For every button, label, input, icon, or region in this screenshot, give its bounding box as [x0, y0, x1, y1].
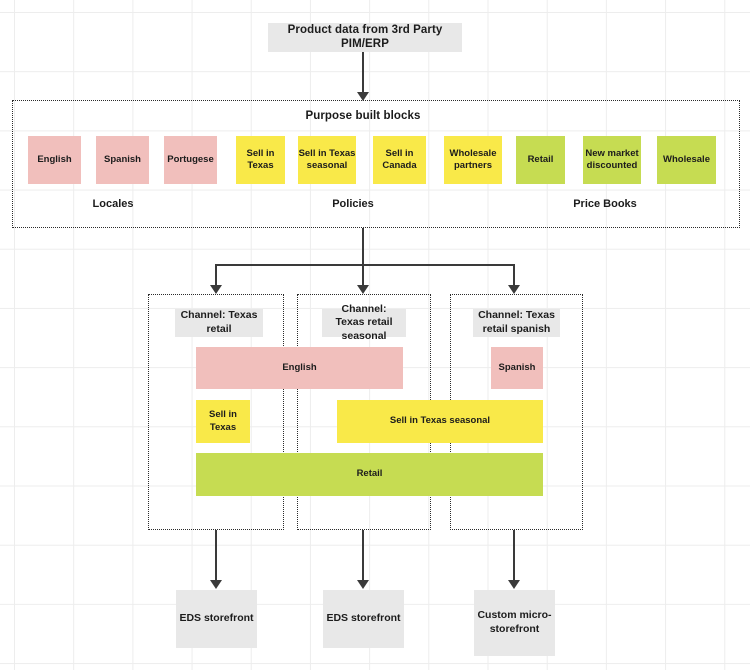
- block-chip-new-market-discounted[interactable]: New market discounted: [583, 136, 641, 184]
- storefront-box-custom-micro[interactable]: Custom micro-storefront: [474, 590, 555, 656]
- arrowhead-icon: [357, 92, 369, 101]
- channel-bar-label: English: [282, 361, 317, 373]
- block-chip-label: Sell in Texas: [246, 148, 275, 171]
- block-chip-label: Retail: [527, 154, 554, 166]
- connector-line: [362, 228, 364, 265]
- block-chip-label: Sell in Texas seasonal: [298, 148, 356, 171]
- channel-heading-texas-retail: Channel: Texas retail: [175, 309, 263, 337]
- arrowhead-icon: [357, 580, 369, 589]
- connector-line: [215, 264, 217, 288]
- block-chip-label: English: [37, 154, 72, 166]
- connector-line: [215, 264, 515, 266]
- block-chip-label: New market discounted: [585, 148, 639, 171]
- arrowhead-icon: [508, 580, 520, 589]
- purpose-built-blocks-container: [12, 100, 740, 228]
- block-chip-spanish[interactable]: Spanish: [96, 136, 149, 184]
- block-chip-retail[interactable]: Retail: [516, 136, 565, 184]
- channel-bar-label: Sell in Texas seasonal: [389, 415, 491, 427]
- connector-line: [513, 530, 515, 583]
- storefront-label: EDS storefront: [179, 612, 254, 625]
- block-chip-wholesale-partners[interactable]: Wholesale partners: [444, 136, 502, 184]
- arrowhead-icon: [508, 285, 520, 294]
- arrowhead-icon: [357, 285, 369, 294]
- group-caption-locales: Locales: [92, 198, 134, 210]
- purpose-built-blocks-title: Purpose built blocks: [305, 110, 421, 123]
- source-data-label: Product data from 3rd Party PIM/ERP: [287, 23, 443, 50]
- block-chip-sell-in-texas-seasonal[interactable]: Sell in Texas seasonal: [298, 136, 356, 184]
- channel-bar-sell-in-texas-seasonal[interactable]: Sell in Texas seasonal: [337, 400, 543, 443]
- connector-line: [362, 530, 364, 583]
- channel-heading-texas-retail-seasonal: Channel: Texas retail seasonal: [322, 303, 406, 342]
- group-caption-policies: Policies: [332, 198, 374, 210]
- channel-heading-label: Channel: Texas retail: [180, 309, 258, 335]
- block-chip-label: Wholesale partners: [449, 148, 497, 171]
- storefront-box-eds-2[interactable]: EDS storefront: [323, 590, 404, 648]
- storefront-label: Custom micro-storefront: [477, 609, 552, 635]
- channel-heading-label: Channel: Texas retail spanish: [478, 309, 555, 335]
- connector-line: [362, 264, 364, 288]
- channel-bar-label: Retail: [356, 468, 383, 480]
- connector-line: [513, 264, 515, 288]
- arrowhead-icon: [210, 285, 222, 294]
- block-chip-sell-in-canada[interactable]: Sell in Canada: [373, 136, 426, 184]
- block-chip-portugese[interactable]: Portugese: [164, 136, 217, 184]
- block-chip-label: Sell in Canada: [382, 148, 417, 171]
- block-chip-english[interactable]: English: [28, 136, 81, 184]
- channel-heading-label: Channel: Texas retail seasonal: [335, 302, 393, 342]
- connector-line: [215, 530, 217, 583]
- block-chip-sell-in-texas[interactable]: Sell in Texas: [236, 136, 285, 184]
- channel-box-texas-retail: [148, 294, 284, 530]
- group-caption-price-books: Price Books: [573, 198, 637, 210]
- connector-line: [362, 52, 364, 96]
- channel-bar-label: Sell in Texas: [209, 409, 237, 433]
- storefront-label: EDS storefront: [326, 612, 401, 625]
- block-chip-label: Spanish: [104, 154, 141, 166]
- channel-bar-label: Spanish: [498, 361, 536, 373]
- channel-bar-spanish[interactable]: Spanish: [491, 347, 543, 389]
- source-data-box: Product data from 3rd Party PIM/ERP: [268, 23, 462, 52]
- channel-bar-english[interactable]: English: [196, 347, 403, 389]
- block-chip-label: Wholesale: [663, 154, 710, 166]
- channel-bar-retail[interactable]: Retail: [196, 453, 543, 496]
- channel-heading-texas-retail-spanish: Channel: Texas retail spanish: [473, 309, 560, 337]
- arrowhead-icon: [210, 580, 222, 589]
- block-chip-wholesale[interactable]: Wholesale: [657, 136, 716, 184]
- storefront-box-eds-1[interactable]: EDS storefront: [176, 590, 257, 648]
- block-chip-label: Portugese: [167, 154, 214, 166]
- channel-bar-sell-in-texas[interactable]: Sell in Texas: [196, 400, 250, 443]
